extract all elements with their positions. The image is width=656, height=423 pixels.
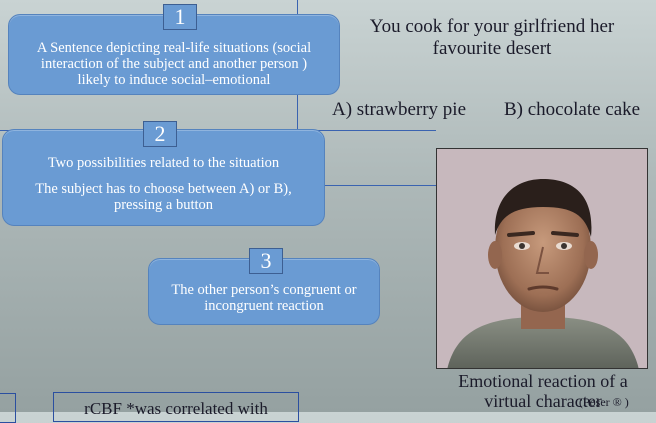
step3-number: 3 bbox=[249, 248, 283, 274]
step2-line1: Two possibilities related to the situati… bbox=[47, 155, 280, 171]
caption-small: (Poser ® ) bbox=[579, 395, 629, 409]
scenario-text: You cook for your girlfriend her favouri… bbox=[369, 16, 615, 59]
step2-line2: The subject has to choose between A) or … bbox=[35, 181, 292, 213]
step1-number: 1 bbox=[163, 4, 197, 30]
caption-main: Emotional reaction of a virtual characte… bbox=[458, 371, 628, 411]
bottom-left-box bbox=[0, 393, 16, 423]
connector-horizontal-mid bbox=[324, 185, 436, 186]
bottom-box-text: rCBF *was correlated with bbox=[84, 399, 268, 418]
bottom-center-box: rCBF *was correlated with bbox=[53, 392, 299, 422]
virtual-character-image bbox=[436, 148, 648, 369]
face-illustration bbox=[437, 149, 647, 368]
option-b: B) chocolate cake bbox=[504, 99, 641, 120]
step1-text: A Sentence depicting real-life situation… bbox=[36, 40, 312, 88]
step3-text: The other person’s congruent or incongru… bbox=[171, 282, 357, 314]
option-a: A) strawberry pie bbox=[332, 99, 467, 120]
step2-number: 2 bbox=[143, 121, 177, 147]
